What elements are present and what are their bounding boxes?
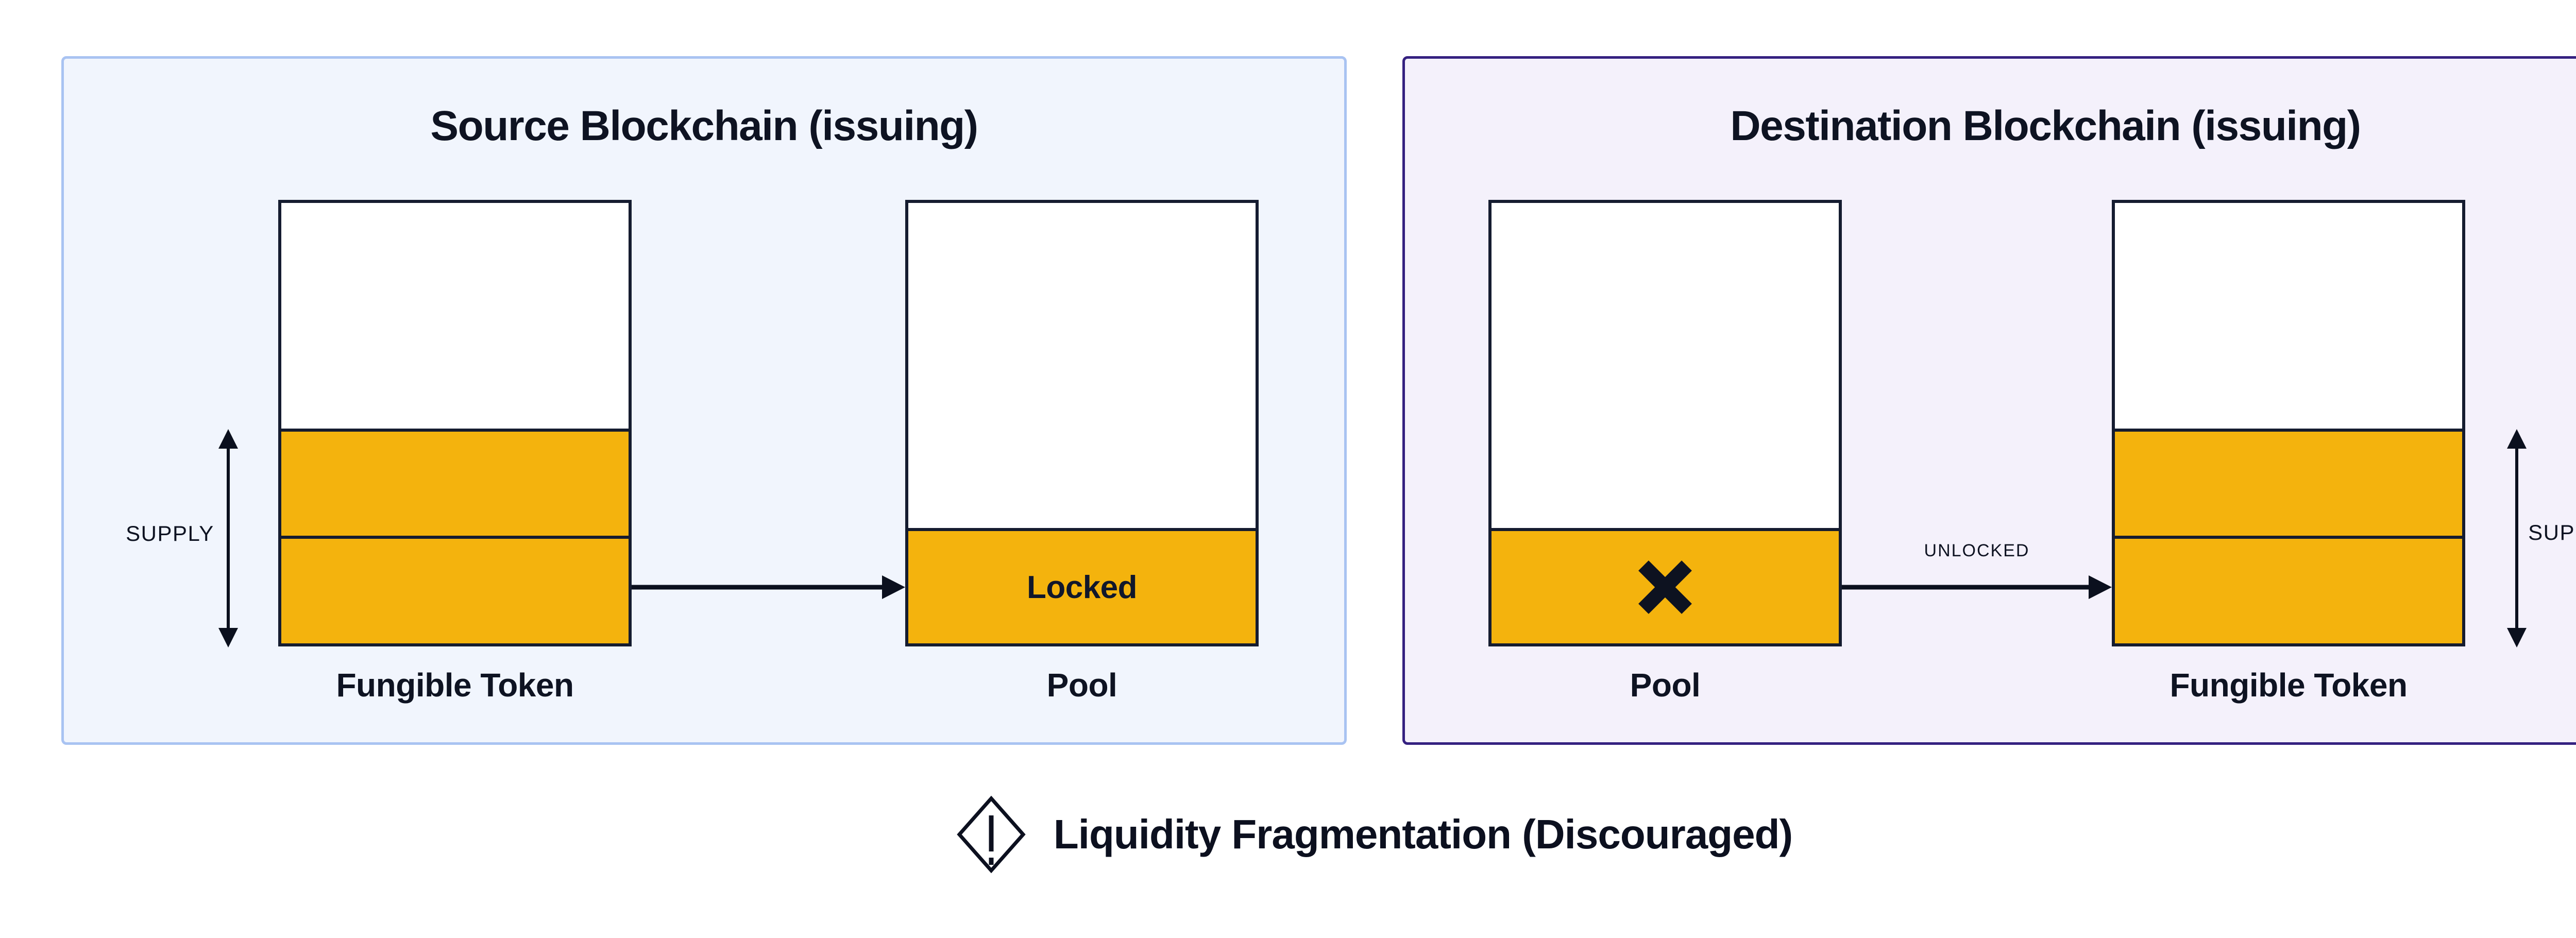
source-panel-title: Source Blockchain (issuing) xyxy=(430,103,978,149)
token-supply-segment xyxy=(281,536,629,643)
source-pool-label: Pool xyxy=(1046,667,1117,704)
locked-pool-segment: Locked xyxy=(908,528,1256,643)
empty-supply-segment xyxy=(281,203,629,429)
destination-supply-label: SUPPLY xyxy=(2528,520,2576,544)
empty-supply-segment xyxy=(2115,203,2462,429)
x-mark-icon xyxy=(1637,559,1693,616)
unlocked-label: UNLOCKED xyxy=(1924,541,2030,560)
right-arrow-icon xyxy=(632,575,905,599)
destination-fungible-token-label: Fungible Token xyxy=(2170,667,2408,704)
caption: Liquidity Fragmentation (Discouraged) xyxy=(0,796,2576,873)
vertical-double-arrow-icon xyxy=(2507,429,2527,647)
destination-pool-label: Pool xyxy=(1630,667,1701,704)
locked-label: Locked xyxy=(1026,569,1138,605)
source-supply-label: SUPPLY xyxy=(126,521,214,545)
destination-pool-bar xyxy=(1488,200,1842,646)
empty-pool-segment xyxy=(908,203,1256,528)
token-supply-segment xyxy=(2115,536,2462,643)
destination-panel-title: Destination Blockchain (issuing) xyxy=(1730,103,2361,149)
source-fungible-token-bar xyxy=(278,200,632,646)
empty-pool-segment xyxy=(1492,203,1839,528)
token-supply-segment xyxy=(281,429,629,536)
vertical-double-arrow-icon xyxy=(218,429,238,647)
right-arrow-icon xyxy=(1842,575,2112,599)
source-fungible-token-label: Fungible Token xyxy=(336,667,574,704)
source-pool-bar: Locked xyxy=(905,200,1259,646)
destination-fungible-token-bar xyxy=(2112,200,2465,646)
warning-diamond-icon xyxy=(957,796,1026,873)
token-supply-segment xyxy=(2115,429,2462,536)
crossed-pool-segment xyxy=(1492,528,1839,643)
caption-text: Liquidity Fragmentation (Discouraged) xyxy=(1053,811,1793,857)
